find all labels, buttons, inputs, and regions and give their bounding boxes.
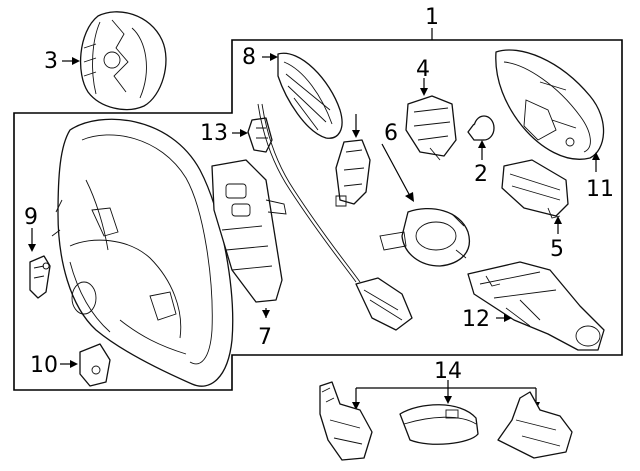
arrow-12 bbox=[504, 314, 512, 322]
harness-connector-part bbox=[355, 277, 413, 331]
shift-housing-part bbox=[467, 261, 605, 351]
callout-8: 8 bbox=[242, 45, 256, 70]
airbag-module-part bbox=[79, 11, 167, 111]
arrow-7 bbox=[262, 310, 270, 318]
callout-5: 5 bbox=[550, 237, 564, 262]
wire-harness bbox=[257, 103, 357, 283]
clock-spring-part bbox=[379, 208, 470, 267]
callout-1: 1 bbox=[425, 5, 439, 30]
assembly-1-frame bbox=[13, 39, 623, 391]
switch-block-part bbox=[405, 95, 457, 161]
center-cover-part bbox=[399, 404, 479, 445]
arrow-10 bbox=[70, 360, 78, 368]
arrow-4 bbox=[420, 88, 428, 96]
cover-part bbox=[79, 343, 111, 387]
arrow-6b bbox=[405, 192, 414, 202]
arrow-13 bbox=[240, 129, 248, 137]
callout-9: 9 bbox=[24, 205, 38, 230]
right-switch-part bbox=[501, 159, 569, 219]
arrow-2 bbox=[478, 140, 486, 148]
left-switch-part bbox=[29, 255, 51, 299]
arrow-9 bbox=[28, 244, 36, 252]
clip-part bbox=[247, 117, 273, 153]
callout-2: 2 bbox=[474, 162, 488, 187]
left-paddle-part bbox=[319, 381, 373, 461]
callout-12: 12 bbox=[462, 307, 490, 332]
callout-14: 14 bbox=[434, 359, 462, 384]
steering-wheel-part bbox=[51, 118, 234, 387]
callout-11: 11 bbox=[586, 177, 614, 202]
switch-panel-part bbox=[211, 159, 287, 303]
callout-7: 7 bbox=[258, 325, 272, 350]
trim-cover-part bbox=[277, 52, 343, 139]
right-paddle-part bbox=[497, 391, 573, 459]
callout-13: 13 bbox=[200, 121, 228, 146]
button-part bbox=[467, 115, 495, 141]
arrow-8 bbox=[270, 53, 278, 61]
arrow-6a bbox=[352, 130, 360, 138]
callout-10: 10 bbox=[30, 353, 58, 378]
arrow-11 bbox=[592, 152, 600, 160]
callout-6: 6 bbox=[384, 121, 398, 146]
callout-4: 4 bbox=[416, 57, 430, 82]
arrow-14b bbox=[444, 396, 452, 404]
arrow-5 bbox=[554, 216, 562, 224]
arrow-3 bbox=[72, 57, 80, 65]
callout-3: 3 bbox=[44, 49, 58, 74]
leader-6b bbox=[381, 143, 411, 197]
shifter-bracket-part bbox=[495, 49, 605, 160]
group-14-bracket bbox=[355, 380, 537, 402]
horn-contact-part bbox=[335, 139, 371, 207]
arrow-14a bbox=[352, 402, 360, 410]
